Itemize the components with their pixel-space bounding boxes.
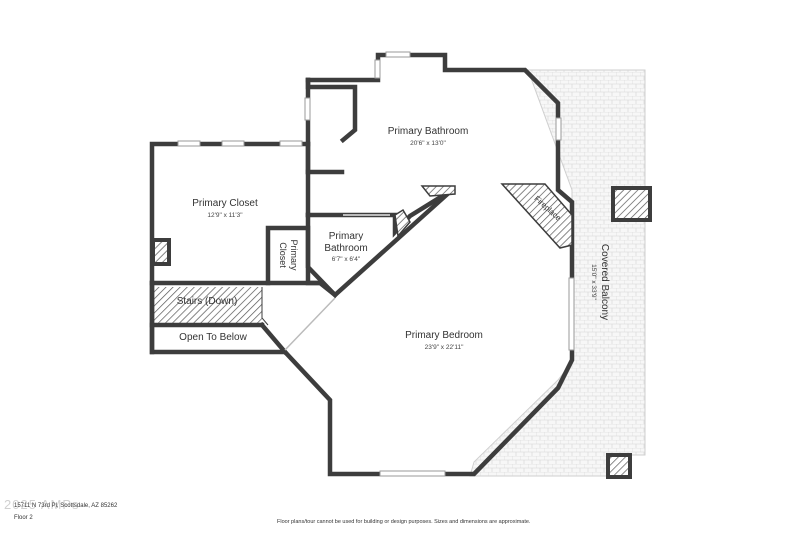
- wall-stair-divider: [258, 321, 289, 356]
- window: [374, 59, 381, 79]
- chimney-hatch: [151, 238, 171, 266]
- footer-address: 15711 N 73rd Pl, Scottsdale, AZ 85262: [14, 503, 118, 509]
- exterior-wall: [305, 77, 358, 144]
- wall-landing: [265, 280, 339, 299]
- exterior-wall-main: [149, 52, 575, 477]
- room-dims-covered-balcony: 15'0" x 33'9": [590, 264, 597, 300]
- window: [379, 470, 446, 477]
- room-label-small-closet-1: Primary: [289, 240, 299, 271]
- window: [177, 140, 201, 147]
- room-label-primary-bathroom: Primary Bathroom: [388, 126, 469, 137]
- room-label-small-closet-2: Closet: [278, 242, 288, 268]
- room-dims-primary-bathroom: 20'6" x 13'0": [410, 140, 446, 147]
- bath-niche-hatch: [420, 185, 456, 197]
- room-label-primary-bedroom: Primary Bedroom: [405, 330, 483, 341]
- window: [385, 51, 411, 58]
- shaft-hatch: [394, 208, 411, 238]
- room-dims-primary-bedroom: 23'9" x 22'11": [425, 344, 464, 351]
- room-label-small-bathroom-2: Bathroom: [324, 243, 367, 254]
- room-label-primary-closet: Primary Closet: [192, 198, 258, 209]
- room-dims-small-bathroom: 6'7" x 6'4": [332, 256, 361, 263]
- balcony-post: [611, 186, 652, 222]
- wall-stairs-right: [261, 287, 269, 326]
- stairs-hatch: [152, 287, 262, 325]
- window: [279, 140, 303, 147]
- footer-watermark: 2025 AMPs: [4, 497, 80, 512]
- footer-disclaimer: Floor plans/tour cannot be used for buil…: [277, 519, 531, 525]
- footer-floor: Floor 2: [14, 515, 33, 521]
- room-label-open-below: Open To Below: [179, 332, 247, 343]
- window: [568, 277, 575, 351]
- fireplace-hatch: [500, 183, 573, 249]
- bedroom-opening: [284, 297, 336, 351]
- balcony-post: [606, 453, 632, 479]
- window: [555, 117, 562, 141]
- room-label-small-bathroom-1: Primary: [329, 231, 363, 242]
- window: [221, 140, 245, 147]
- room-label-stairs: Stairs (Down): [177, 296, 238, 307]
- room-label-covered-balcony: Covered Balcony: [599, 244, 610, 320]
- room-dims-primary-closet: 12'9" x 11'3": [207, 212, 243, 219]
- window: [304, 97, 311, 121]
